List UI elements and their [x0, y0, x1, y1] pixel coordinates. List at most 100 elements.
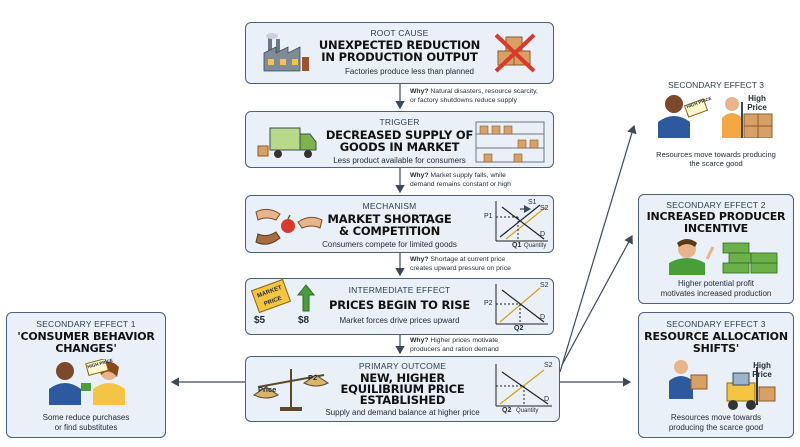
- mechanism-category: MECHANISM: [362, 201, 417, 211]
- balance-scale-icon: [253, 369, 329, 411]
- secondary-effect-3-box: SECONDARY EFFECT 3 RESOURCE ALLOCATION S…: [638, 312, 794, 438]
- root-cause-category: ROOT CAUSE: [370, 28, 429, 38]
- why-2-line-2: demand remains constant or high: [410, 180, 511, 188]
- primary-title-3: ESTABLISHED: [359, 393, 446, 407]
- intermediate-category: INTERMEDIATE EFFECT: [348, 285, 451, 295]
- trigger-box: TRIGGER DECREASED SUPPLY OF GOODS IN MAR…: [245, 111, 554, 168]
- graph-label-p2: P2: [484, 300, 493, 307]
- trigger-category: TRIGGER: [379, 117, 420, 127]
- trigger-title-2: GOODS IN MARKET: [339, 140, 460, 154]
- primary-outcome-box: PRIMARY OUTCOME NEW, HIGHER EQUILIBRIUM …: [245, 356, 560, 422]
- graph-label-d3: D: [544, 396, 550, 403]
- arrow-to-top-right: [559, 124, 637, 373]
- mechanism-graph: P1 S1 S2 D Q1 Quantity: [484, 199, 550, 251]
- why-label-2: Why?: [410, 172, 429, 179]
- primary-category: PRIMARY OUTCOME: [358, 361, 447, 371]
- why-2-line-1: Market supply falls, while: [430, 172, 506, 179]
- top-right-category: SECONDARY EFFECT 3: [668, 80, 764, 90]
- mechanism-box: MECHANISM MARKET SHORTAGE & COMPETITION …: [245, 195, 554, 253]
- graph-label-q2: Q2: [514, 325, 524, 332]
- graph-label-s2b: S2: [540, 282, 549, 289]
- graph-label-q2b: Q2: [502, 407, 512, 414]
- consumers-icon: [49, 359, 125, 405]
- secondary-effect-1-box: SECONDARY EFFECT 1 'CONSUMER BEHAVIOR CH…: [6, 312, 166, 438]
- primary-title-1: NEW, HIGHER: [359, 371, 446, 385]
- secondary-3-title-1: RESOURCE ALLOCATION: [644, 330, 788, 343]
- crossed-boxes-icon: [494, 33, 536, 73]
- why-note-1: Why? Natural disasters, resource scarcit…: [410, 88, 538, 105]
- intermediate-title: PRICES BEGIN TO RISE: [328, 298, 470, 312]
- worker-boxes-icon: [658, 95, 773, 138]
- secondary-1-line-1: Some reduce purchases: [42, 413, 130, 422]
- arrow-to-secondary2: [561, 234, 633, 366]
- secondary-1-title-2: CHANGES': [55, 342, 117, 355]
- primary-title-2: EQUILIBRIUM PRICE: [340, 382, 465, 396]
- why-label-1: Why?: [410, 88, 429, 95]
- trigger-subtitle: Less product available for consumers: [333, 156, 466, 165]
- graph-label-q1: Q1: [512, 242, 522, 249]
- root-cause-title-1: UNEXPECTED REDUCTION: [318, 38, 481, 52]
- intermediate-graph: P2 S2 D Q2: [484, 282, 550, 334]
- graph-label-quantity-2: Quantity: [516, 408, 539, 414]
- graph-label-p1: P1: [484, 213, 493, 220]
- secondary-effect-2-box: SECONDARY EFFECT 2 INCREASED PRODUCER IN…: [638, 194, 794, 304]
- top-right-price-tag: High Price: [747, 94, 767, 112]
- graph-label-d2: D: [540, 314, 546, 321]
- secondary-3-line-1: Resources move towards: [670, 413, 762, 422]
- mechanism-title-2: & COMPETITION: [338, 224, 441, 238]
- secondary-3-price-tag: High Price: [752, 361, 772, 379]
- secondary-3-line-2: producing the scarce good: [668, 423, 764, 432]
- why-label-3: Why?: [410, 256, 429, 263]
- hands-reaching-apple-icon: [255, 208, 323, 245]
- top-right-line-1: Resources move towards producing: [656, 150, 776, 159]
- why-1-line-2: or factory shutdowns reduce supply: [410, 96, 517, 104]
- top-right-line-2: the scarce good: [689, 159, 743, 168]
- secondary-1-line-2: or find substitutes: [54, 423, 118, 432]
- why-4-line-2: producers and ration demand: [410, 345, 499, 353]
- graph-label-s1: S1: [528, 199, 537, 206]
- why-note-2: Why? Market supply falls, while demand r…: [410, 172, 511, 189]
- root-cause-subtitle: Factories produce less than planned: [345, 67, 474, 76]
- graph-label-d: D: [540, 231, 546, 238]
- secondary-2-line-2: motivates increased production: [660, 289, 772, 298]
- secondary-1-title-1: 'CONSUMER BEHAVIOR: [17, 330, 155, 343]
- why-3-line-2: creates upward pressure on price: [410, 264, 511, 272]
- trigger-title-1: DECREASED SUPPLY OF: [325, 128, 474, 142]
- why-1-line-1: Natural disasters, resource scarcity,: [430, 88, 538, 95]
- secondary-1-category: SECONDARY EFFECT 1: [36, 319, 136, 329]
- secondary-2-category: SECONDARY EFFECT 2: [666, 200, 766, 210]
- up-arrow-icon: [296, 284, 316, 312]
- secondary-2-line-1: Higher potential profit: [677, 279, 755, 288]
- secondary-3-category: SECONDARY EFFECT 3: [666, 319, 766, 329]
- graph-label-s2: S2: [540, 205, 549, 212]
- why-note-4: Why? Higher prices motivate producers an…: [410, 337, 499, 354]
- intermediate-box: INTERMEDIATE EFFECT PRICES BEGIN TO RISE…: [245, 278, 554, 335]
- why-note-3: Why? Shortage at current price creates u…: [410, 256, 511, 273]
- secondary-3-title-2: SHIFTS': [692, 342, 740, 355]
- old-price: $5: [254, 315, 266, 326]
- why-label-4: Why?: [410, 337, 429, 344]
- graph-label-s2c: S2: [544, 362, 553, 369]
- scale-label-price: Price: [258, 385, 277, 394]
- mechanism-title-1: MARKET SHORTAGE: [327, 212, 452, 226]
- new-price: $8: [298, 315, 310, 326]
- mechanism-subtitle: Consumers compete for limited goods: [322, 240, 457, 249]
- store-shelves-icon: [475, 121, 545, 163]
- graph-label-quantity: Quantity: [524, 243, 547, 249]
- why-3-line-1: Shortage at current price: [430, 256, 506, 263]
- factory-icon: [263, 33, 309, 72]
- why-4-line-1: Higher prices motivate: [430, 337, 499, 344]
- top-right-effect: SECONDARY EFFECT 3 HIGH PRICE High Price…: [638, 80, 794, 172]
- secondary-2-title-1: INCREASED PRODUCER: [646, 210, 786, 223]
- intermediate-subtitle: Market forces drive prices upward: [339, 316, 460, 325]
- producer-money-icon: [669, 239, 778, 275]
- price-tag-label: MARKET PRICE: [256, 285, 283, 308]
- forklift-icon: [669, 360, 776, 410]
- scale-label-p2: P2: [308, 373, 318, 382]
- root-cause-box: ROOT CAUSE UNEXPECTED REDUCTION IN PRODU…: [245, 22, 554, 84]
- root-cause-title-2: IN PRODUCTION OUTPUT: [321, 50, 478, 64]
- delivery-truck-icon: [257, 127, 317, 158]
- primary-subtitle: Supply and demand balance at higher pric…: [325, 408, 480, 417]
- primary-graph: S2 D Q2 Quantity: [486, 362, 556, 418]
